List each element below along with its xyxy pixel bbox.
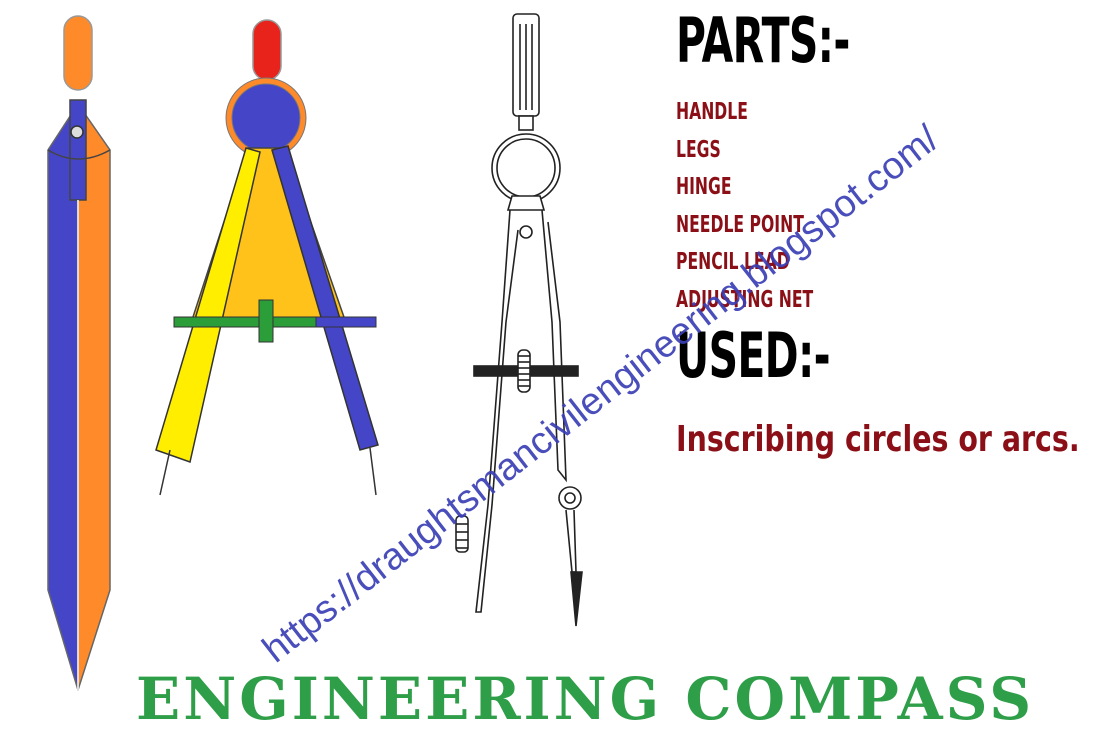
part-item-handle: HANDLE xyxy=(676,99,748,125)
parts-heading: PARTS:- xyxy=(676,4,850,77)
part-item-hinge: HINGE xyxy=(676,174,732,200)
open-compass-icon xyxy=(155,19,379,496)
part-item-pencil-lead: PENCIL LEAD xyxy=(676,249,790,275)
part-item-legs: LEGS xyxy=(676,136,721,163)
part-item-needle-point: NEEDLE POINT xyxy=(676,211,804,238)
parts-list: HANDLE LEGS HINGE NEEDLE POINT PENCIL LE… xyxy=(676,94,878,319)
used-heading: USED:- xyxy=(676,319,831,392)
used-description: Inscribing circles or arcs. xyxy=(676,419,1080,460)
closed-compass-icon xyxy=(47,15,111,691)
part-item-adjusting-net: ADJUSTING NET xyxy=(676,286,814,313)
page-title: ENGINEERING COMPASS xyxy=(136,665,1035,733)
bow-compass-icon xyxy=(455,13,583,627)
